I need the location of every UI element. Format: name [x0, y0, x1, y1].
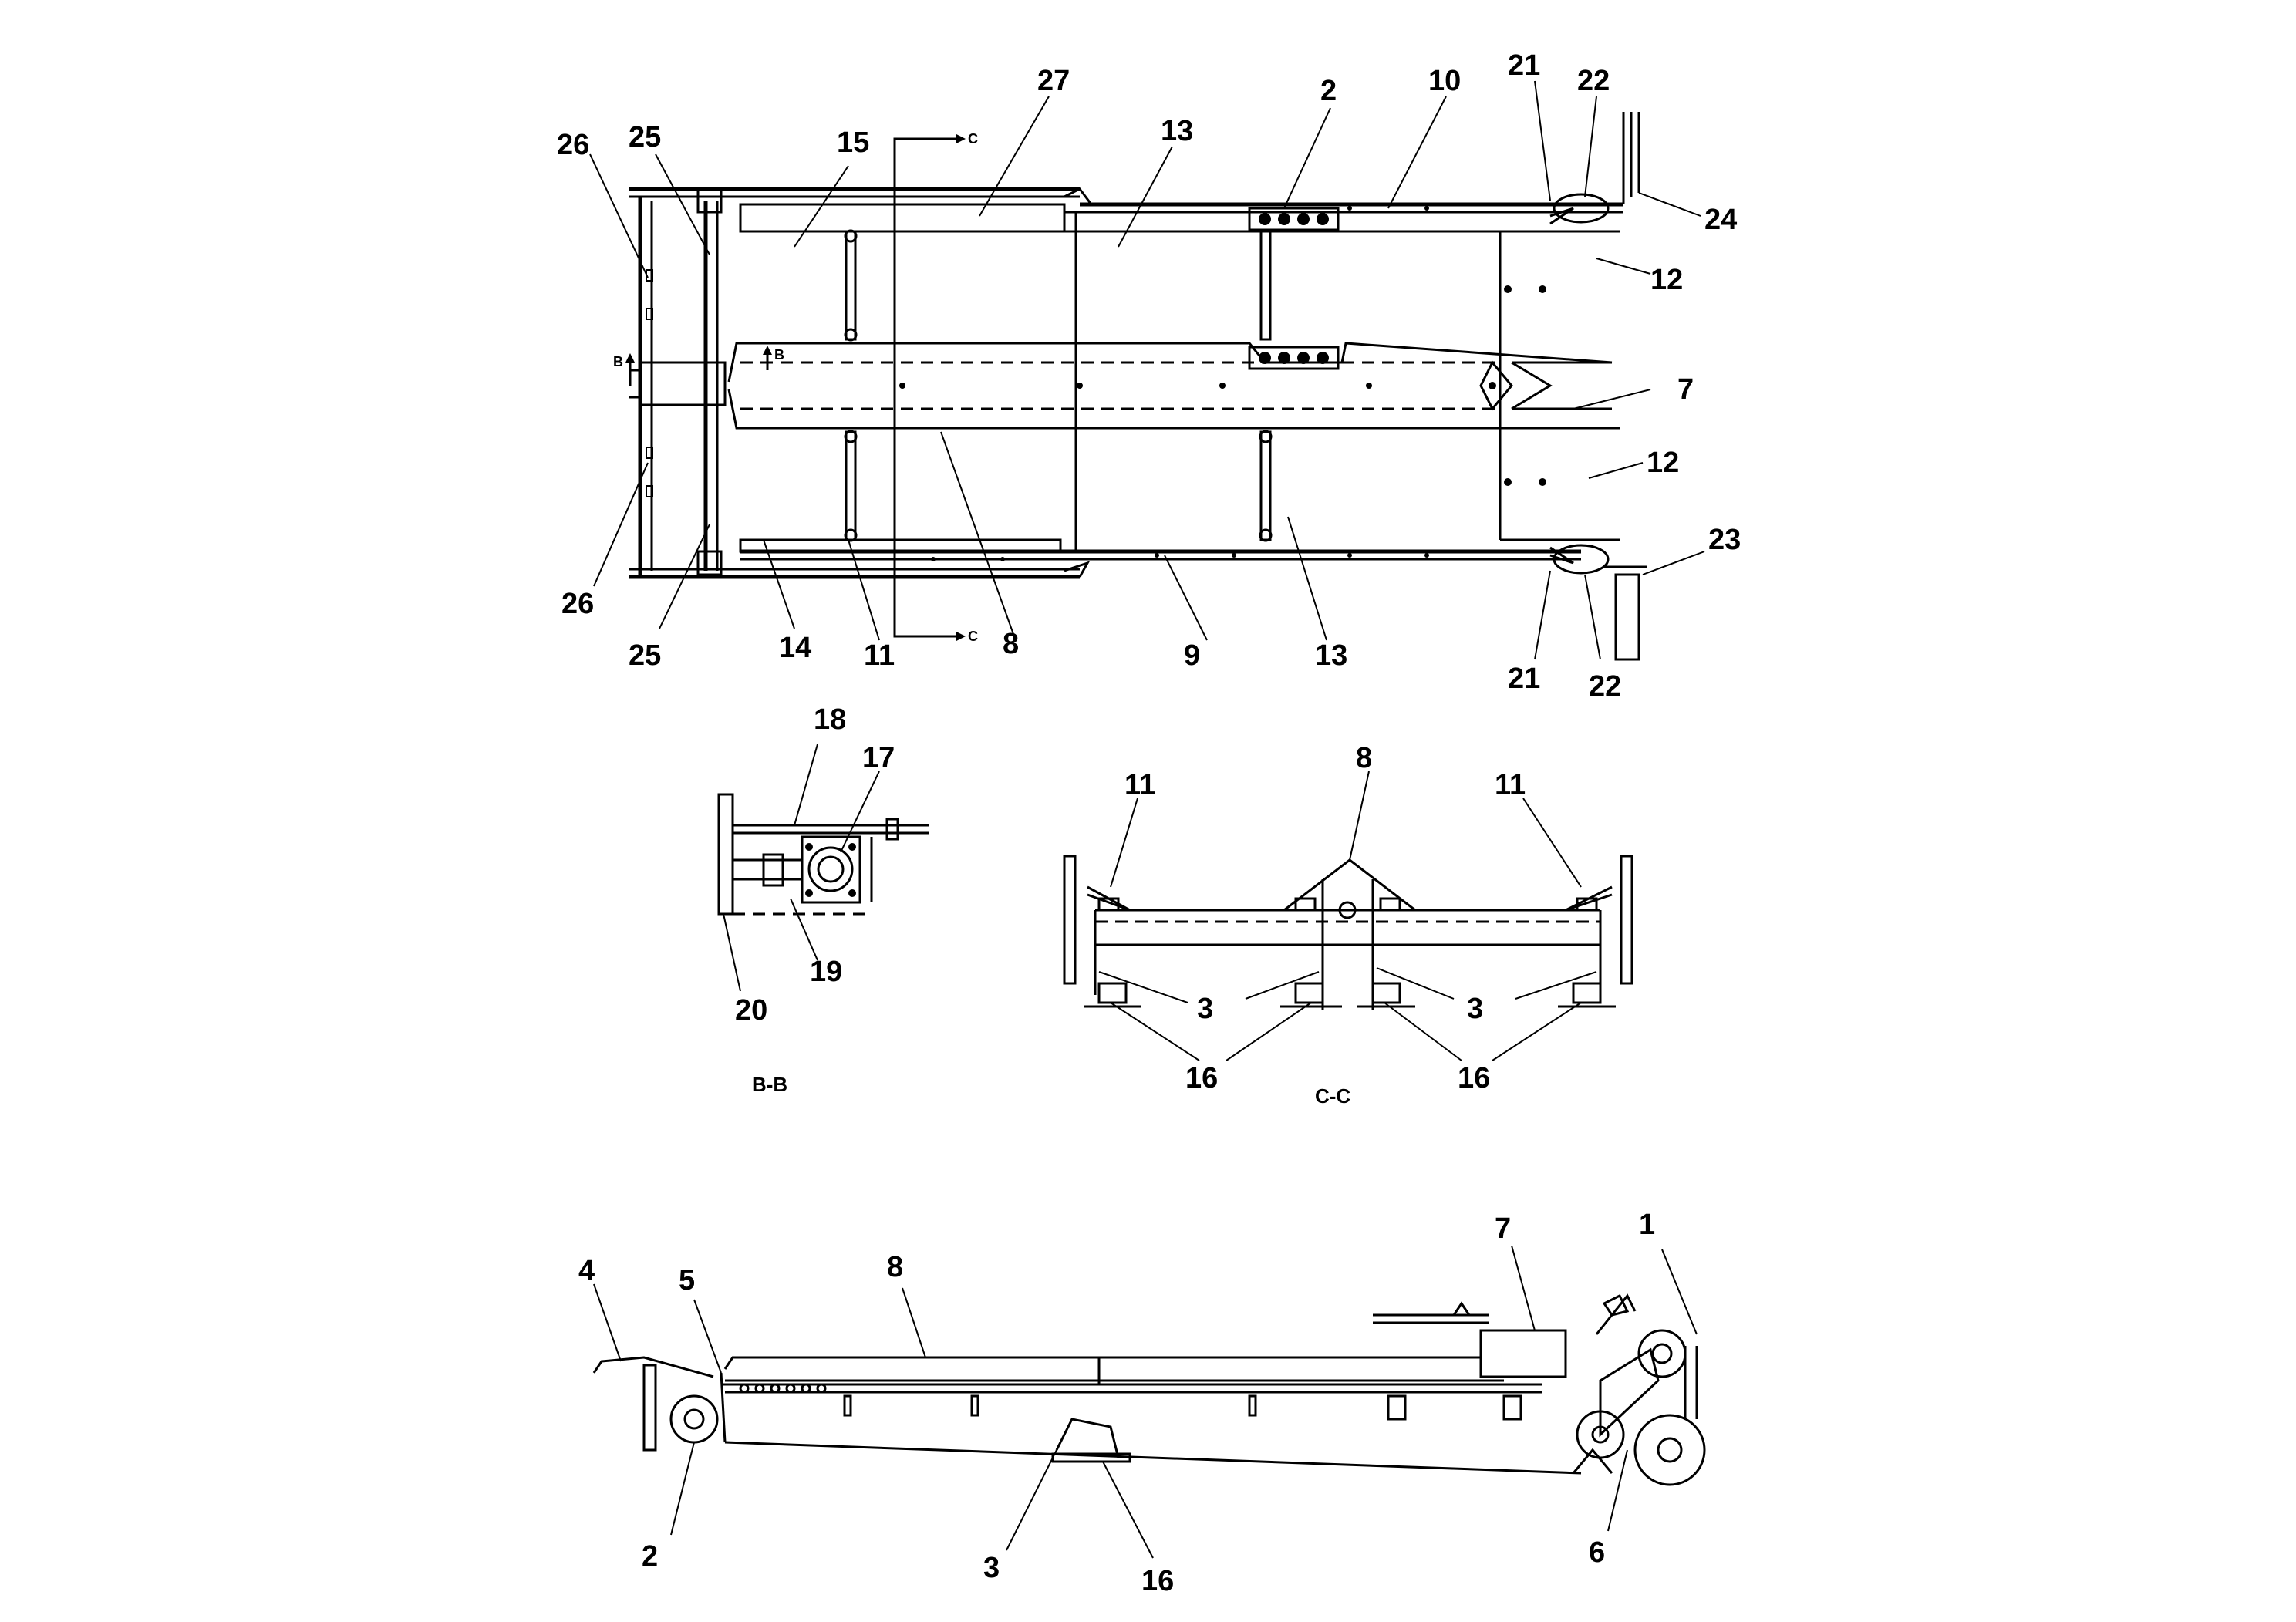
section-c-mark-bottom: C [968, 629, 978, 644]
callout-11-top: 11 [864, 639, 895, 672]
side-view: 4 5 8 7 1 2 3 16 6 [578, 1209, 1706, 1597]
callout-26-bottom: 26 [561, 588, 594, 620]
callout-16-side: 16 [1141, 1565, 1174, 1597]
callout-19: 19 [810, 956, 842, 988]
callout-17: 17 [862, 742, 895, 774]
callout-11-cc-right: 11 [1495, 769, 1526, 801]
callout-8-side: 8 [887, 1251, 903, 1283]
callout-8-cc: 8 [1356, 742, 1372, 774]
callout-10: 10 [1428, 65, 1461, 97]
callout-16-cc-left: 16 [1185, 1062, 1218, 1094]
callout-4: 4 [578, 1255, 595, 1287]
callout-18: 18 [814, 703, 846, 736]
callout-8-top: 8 [1003, 628, 1019, 660]
callout-5: 5 [679, 1264, 695, 1297]
section-b-mark-right: B [774, 347, 784, 363]
callout-24: 24 [1704, 204, 1737, 236]
callout-26-top: 26 [557, 129, 589, 161]
callout-11-cc-left: 11 [1124, 769, 1155, 801]
section-c-mark-top: C [968, 131, 978, 147]
callout-27: 27 [1037, 65, 1070, 97]
callout-7-top: 7 [1677, 373, 1694, 406]
callout-22-top: 22 [1577, 65, 1610, 97]
callout-7-side: 7 [1495, 1212, 1511, 1245]
callout-6: 6 [1589, 1536, 1605, 1569]
top-view: C C B B [613, 112, 1647, 661]
section-cc-view: 11 8 11 3 3 16 16 C-C [1063, 742, 1633, 1108]
callout-20: 20 [735, 994, 767, 1027]
callout-23: 23 [1708, 524, 1741, 556]
top-view-leaders [589, 80, 1705, 660]
callout-12-lower: 12 [1647, 447, 1679, 479]
callout-2-side: 2 [642, 1540, 658, 1573]
callout-9: 9 [1184, 639, 1200, 672]
callout-3-side: 3 [983, 1552, 1000, 1584]
callout-25-bottom: 25 [629, 639, 661, 672]
callout-16-cc-right: 16 [1458, 1062, 1490, 1094]
section-b-mark-left: B [613, 354, 623, 369]
callout-1: 1 [1639, 1209, 1655, 1241]
callout-22-bottom: 22 [1589, 670, 1621, 703]
section-bb-label: B-B [752, 1073, 787, 1096]
callout-13-bottom: 13 [1315, 639, 1347, 672]
callout-21-top: 21 [1508, 49, 1540, 82]
callout-25-top: 25 [629, 121, 661, 153]
callout-13-top: 13 [1161, 115, 1193, 147]
callout-2-top: 2 [1320, 75, 1337, 107]
top-view-callouts: 26 25 15 27 13 2 10 21 22 24 12 7 12 23 … [557, 49, 1741, 703]
callout-14: 14 [779, 632, 811, 664]
callout-3-cc-right: 3 [1467, 993, 1483, 1025]
callout-3-cc-left: 3 [1197, 993, 1213, 1025]
callout-15: 15 [837, 126, 869, 159]
section-bb-view: 18 17 19 20 B-B [717, 703, 929, 1096]
callout-12-upper: 12 [1650, 264, 1683, 296]
chain-sprocket-upper [1248, 207, 1340, 370]
callout-21-bottom: 21 [1508, 663, 1540, 695]
section-cc-label: C-C [1315, 1084, 1350, 1108]
